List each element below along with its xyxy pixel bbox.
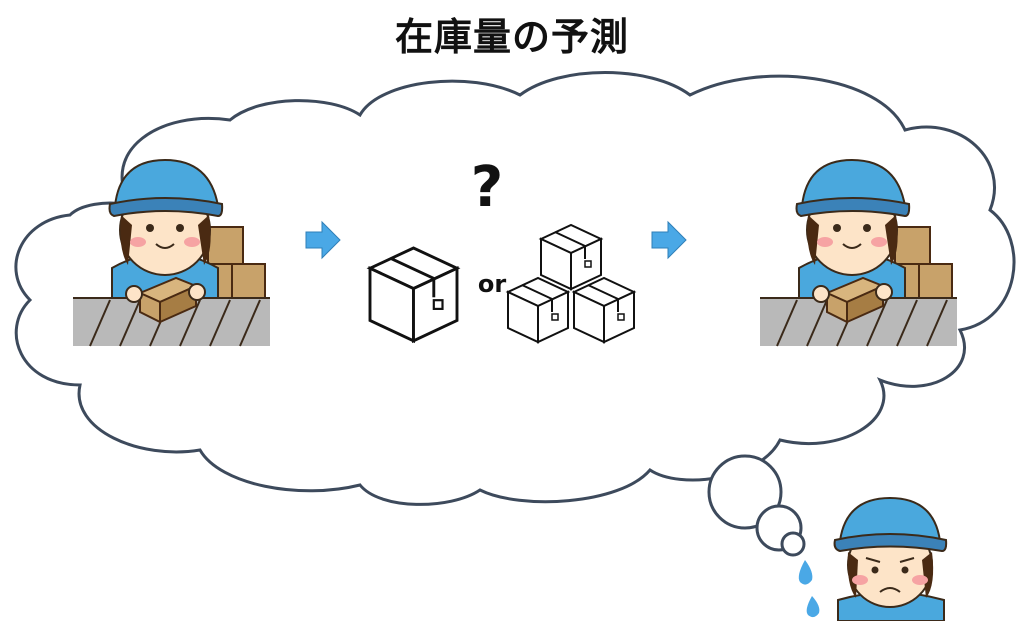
sweat-drop-icon (798, 560, 813, 585)
thought-bubble-icon (707, 454, 783, 530)
question-mark: ? (471, 155, 503, 220)
sweat-drop-icon (806, 596, 820, 618)
thought-bubble-icon (780, 531, 806, 557)
worker-left-illustration (73, 158, 270, 347)
or-label: or (478, 270, 506, 298)
diagram-title: 在庫量の予測 (394, 15, 629, 59)
single-box-icon (368, 246, 459, 343)
right-arrow-icon (305, 220, 341, 260)
worker-right-illustration (760, 158, 957, 347)
right-arrow-icon (651, 220, 687, 260)
worker-worried-illustration (833, 496, 948, 621)
